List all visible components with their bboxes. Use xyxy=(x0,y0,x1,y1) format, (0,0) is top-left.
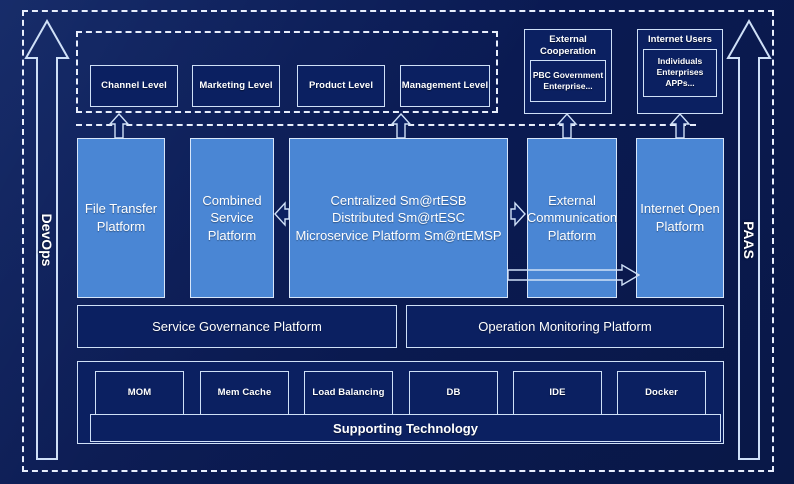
devops-arrow-label: DevOps xyxy=(39,213,55,267)
internet-users-inner: Individuals Enterprises APPs... xyxy=(643,48,717,97)
tech-label: MOM xyxy=(127,387,152,399)
internet-users-title: Internet Users xyxy=(648,34,712,45)
management-level-up-arrow xyxy=(390,113,412,139)
tech-box-load-balancing[interactable]: Load Balancing xyxy=(304,371,393,415)
tech-box-mom[interactable]: MOM xyxy=(95,371,184,415)
platform-label: File Transfer Platform xyxy=(84,201,158,234)
business-level-label: Channel Level xyxy=(101,80,167,92)
esb-to-internet-open-right-arrow xyxy=(508,264,640,286)
platform-combined-service[interactable]: Combined Service Platform xyxy=(190,138,274,298)
channel-level-up-arrow xyxy=(108,113,130,139)
tech-label: DB xyxy=(446,387,461,399)
internet-users-group[interactable]: Internet Users Individuals Enterprises A… xyxy=(637,29,723,114)
internet-users-up-arrow xyxy=(669,113,691,139)
platform-file-transfer[interactable]: File Transfer Platform xyxy=(77,138,165,298)
tech-box-db[interactable]: DB xyxy=(409,371,498,415)
external-cooperation-group[interactable]: External Cooperation PBC Government Ente… xyxy=(524,29,612,114)
tech-label: Load Balancing xyxy=(312,387,385,399)
bar-service-governance-platform[interactable]: Service Governance Platform xyxy=(77,305,397,348)
external-cooperation-title: External Cooperation xyxy=(540,34,596,57)
business-level-label: Management Level xyxy=(401,80,489,92)
tech-box-ide[interactable]: IDE xyxy=(513,371,602,415)
tech-label: IDE xyxy=(549,387,566,399)
platform-label: Internet Open Platform xyxy=(640,201,720,234)
bar-operation-monitoring-platform[interactable]: Operation Monitoring Platform xyxy=(406,305,724,348)
platform-external-communication[interactable]: External Communication Platform xyxy=(527,138,617,298)
business-level-box-channel[interactable]: Channel Level xyxy=(90,65,178,107)
tech-label: Docker xyxy=(645,387,678,399)
supporting-technology-label: Supporting Technology xyxy=(333,420,478,436)
business-level-box-management[interactable]: Management Level xyxy=(400,65,490,107)
platform-label: Combined Service Platform xyxy=(202,192,262,243)
devops-arrow: DevOps xyxy=(24,18,70,462)
business-level-group xyxy=(76,31,498,113)
platform-internet-open[interactable]: Internet Open Platform xyxy=(636,138,724,298)
level-separator-line xyxy=(76,124,696,126)
tech-box-mem-cache[interactable]: Mem Cache xyxy=(200,371,289,415)
business-level-box-product[interactable]: Product Level xyxy=(297,65,385,107)
tech-box-docker[interactable]: Docker xyxy=(617,371,706,415)
business-level-label: Marketing Level xyxy=(199,80,273,92)
platform-label: External Communication Platform xyxy=(526,192,618,243)
paas-arrow-label: PAAS xyxy=(741,221,757,259)
tech-label: Mem Cache xyxy=(217,387,272,399)
business-level-label: Product Level xyxy=(308,80,374,92)
outer-dashed-frame xyxy=(22,10,774,472)
external-cooperation-up-arrow xyxy=(556,113,578,139)
bar-label: Operation Monitoring Platform xyxy=(478,319,652,334)
supporting-technology-bar[interactable]: Supporting Technology xyxy=(90,414,721,442)
esb-to-external-right-arrow xyxy=(509,200,526,228)
business-level-box-marketing[interactable]: Marketing Level xyxy=(192,65,280,107)
esb-to-combined-left-arrow xyxy=(274,200,290,228)
external-cooperation-inner: PBC Government Enterprise... xyxy=(530,60,606,103)
bar-label: Service Governance Platform xyxy=(152,319,322,334)
paas-arrow: PAAS xyxy=(726,18,772,462)
